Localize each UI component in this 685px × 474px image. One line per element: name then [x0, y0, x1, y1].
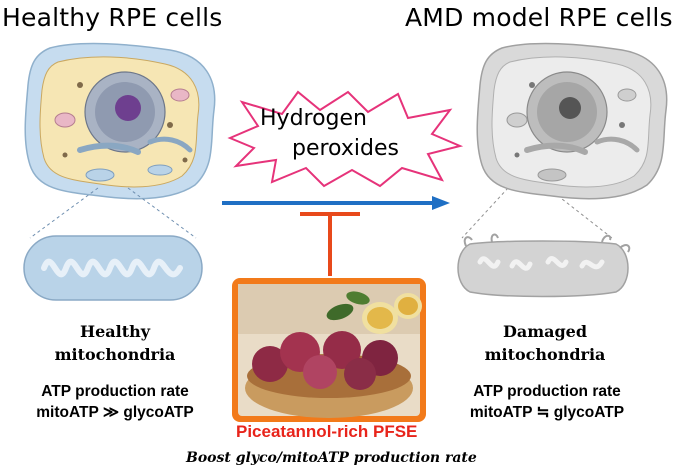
damaged-mito-label-2: mitochondria: [484, 345, 606, 364]
amd-cells-title: AMD model RPE cells: [405, 3, 673, 32]
healthy-mito-label-1: Healthy: [79, 322, 151, 341]
progression-arrow: [222, 196, 450, 210]
hydrogen-label: Hydrogen: [260, 106, 367, 131]
amd-atp-line2: mitoATP ≒ glycoATP: [469, 404, 625, 421]
passion-fruit-photo: [232, 278, 426, 422]
burst-shape: [227, 90, 464, 188]
amd-atp-line1: ATP production rate: [473, 383, 621, 400]
damaged-mito-label-1: Damaged: [502, 322, 588, 341]
healthy-mitochondrion: [23, 235, 203, 301]
pfse-label: Piceatannol-rich PFSE: [236, 422, 418, 441]
amd-cell-illustration: [476, 42, 668, 200]
healthy-atp-line1: ATP production rate: [41, 383, 189, 400]
damaged-mitochondrion: [457, 233, 631, 298]
inhibition-symbol: [300, 212, 360, 276]
healthy-cell-illustration: [24, 42, 216, 200]
healthy-atp-line2: mitoATP ≫ glycoATP: [36, 404, 194, 421]
healthy-mito-label-2: mitochondria: [54, 345, 176, 364]
healthy-cells-title: Healthy RPE cells: [2, 3, 223, 32]
effect-caption: Boost glyco/mitoATP production rate: [186, 450, 477, 466]
peroxides-label: peroxides: [292, 136, 399, 161]
